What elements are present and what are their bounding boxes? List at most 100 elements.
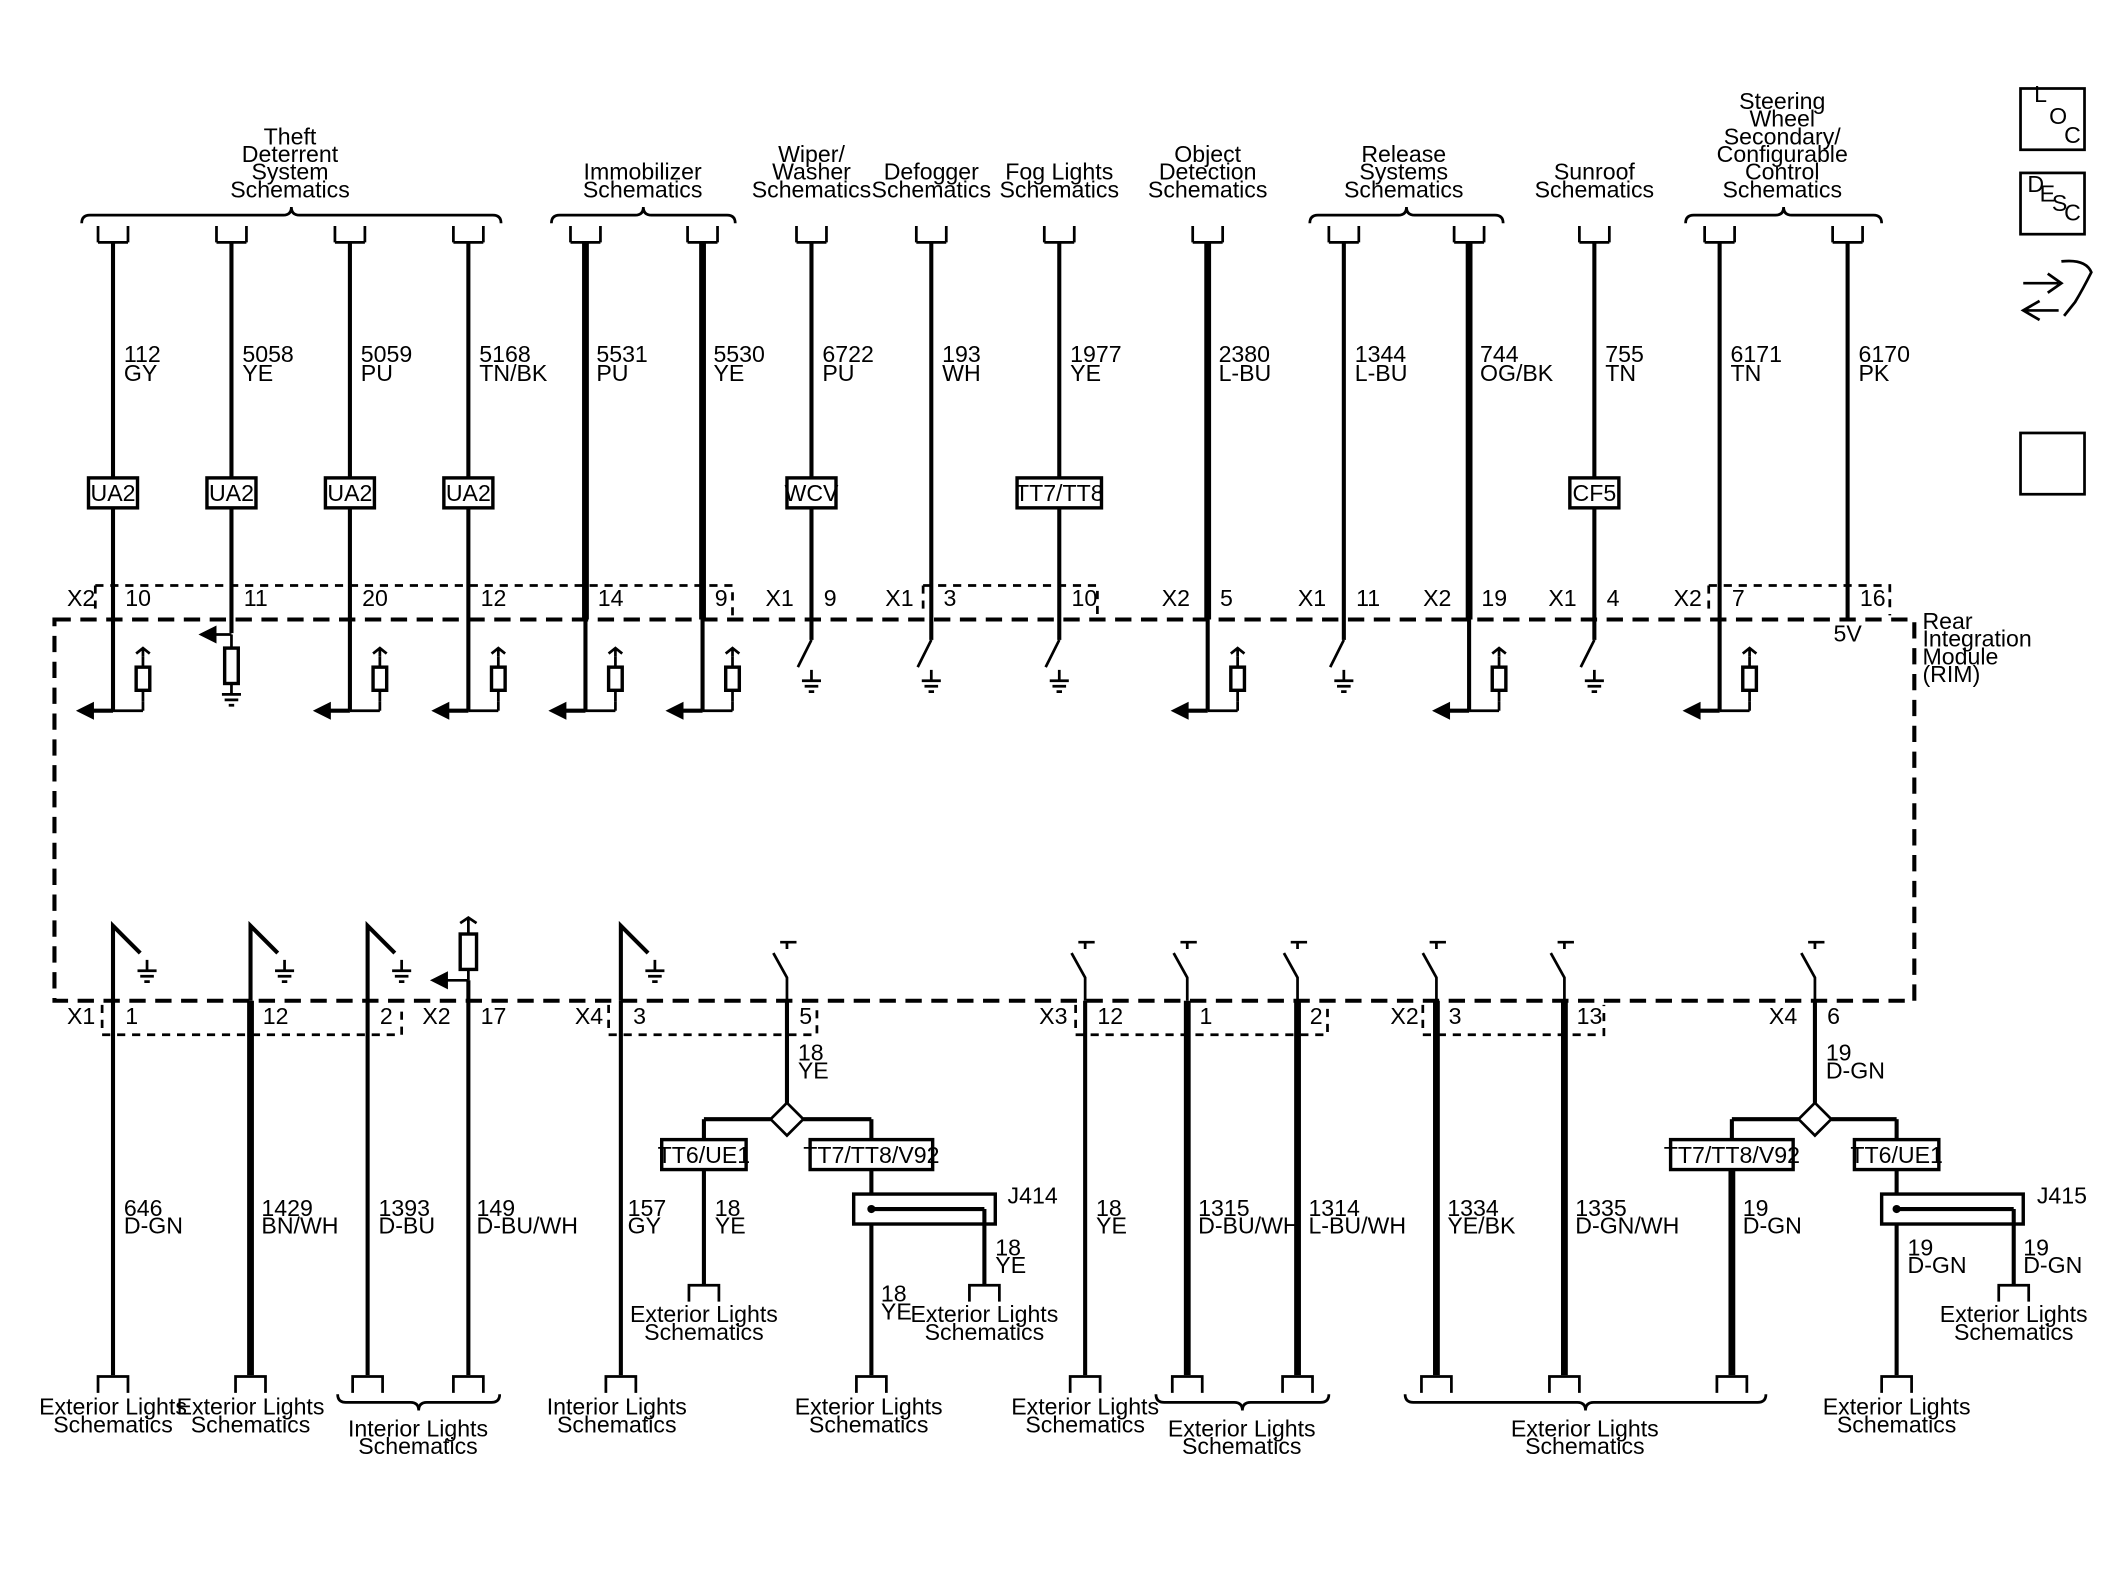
loc-letter: L	[2034, 81, 2047, 107]
top-group-label: Schematics	[583, 176, 703, 202]
top-group-label: Fog Lights	[1005, 159, 1113, 185]
top-group-brace	[80, 206, 503, 224]
circuit-number: 1429	[261, 1195, 312, 1221]
wire-color: OG/BK	[1480, 360, 1554, 386]
pin-number: 16	[1860, 585, 1886, 611]
top-connector-symbol	[215, 226, 248, 244]
bottom-group-label: Schematics	[1525, 1433, 1645, 1459]
desc-button-frame	[2019, 171, 2086, 236]
top-group-label: Schematics	[872, 176, 992, 202]
ground-symbol	[221, 683, 241, 707]
top-connector-symbol	[452, 226, 485, 244]
wire-color: WH	[942, 360, 981, 386]
loc-letter: O	[2049, 103, 2067, 129]
top-group-label: Schematics	[1000, 176, 1120, 202]
circuit-number: 5168	[479, 341, 530, 367]
wire-color: PU	[361, 360, 393, 386]
top-group-label: Schematics	[1344, 176, 1464, 202]
connector-X1-top	[921, 584, 1099, 616]
wire-color: PK	[1859, 360, 1890, 386]
supply-arrow	[1229, 646, 1246, 657]
top-group-label: Schematics	[1148, 176, 1268, 202]
input-arrow	[551, 703, 566, 718]
top-connector-symbol	[1042, 226, 1076, 244]
circuit-number: 19	[1826, 1040, 1852, 1066]
bottom-group-label: Schematics	[1837, 1411, 1957, 1437]
wire-color: D-GN/WH	[1575, 1213, 1679, 1239]
module-label: Integration	[1922, 626, 2031, 652]
loc-button-frame	[2019, 87, 2086, 152]
option-label: UA2	[446, 480, 491, 506]
bottom-group-label: Schematics	[644, 1319, 764, 1345]
circuit-number: 755	[1605, 341, 1644, 367]
top-group-label: Defogger	[884, 159, 979, 185]
splice-label: J414	[1008, 1183, 1058, 1209]
bottom-connector-symbol	[1068, 1375, 1102, 1393]
bottom-group-label: Interior Lights	[547, 1394, 687, 1420]
high-side-switch	[1421, 940, 1446, 1001]
supply-arrow	[1741, 646, 1758, 657]
loc-button[interactable]: LOC	[2019, 81, 2086, 152]
resistor-symbol	[723, 665, 742, 693]
wire-color: GY	[124, 360, 157, 386]
top-group-label: Systems	[1359, 159, 1448, 185]
connector-X4-bottom	[607, 1004, 819, 1037]
bottom-group-label: Schematics	[53, 1411, 173, 1437]
ground-symbol	[275, 959, 295, 984]
circuit-number: 1977	[1070, 341, 1121, 367]
option-label: TT6/UE1	[1850, 1142, 1943, 1168]
top-option-box	[323, 476, 377, 510]
bottom-group-label: Schematics	[925, 1319, 1045, 1345]
resistor-symbol	[1490, 665, 1508, 693]
bottom-group-label: Exterior Lights	[1940, 1301, 2088, 1327]
wire-color: GY	[628, 1213, 661, 1239]
resistor-symbol	[606, 665, 624, 693]
switch-contact	[916, 639, 933, 668]
pin-number: 13	[1577, 1003, 1603, 1029]
switch-contact	[618, 920, 650, 1001]
wires-layer	[52, 206, 2093, 1411]
switch-contact	[1044, 639, 1061, 668]
top-option-box	[86, 476, 140, 510]
back-button[interactable]	[2019, 431, 2086, 496]
top-group-label: Configurable	[1717, 141, 1848, 167]
bottom-group-label: Schematics	[1182, 1433, 1302, 1459]
option-label: UA2	[91, 480, 136, 506]
option-label: TT6/UE1	[658, 1142, 751, 1168]
bottom-connector-symbol	[1548, 1375, 1581, 1393]
circuit-number: 1344	[1355, 341, 1407, 367]
supply-arrow	[135, 646, 151, 657]
connector-X2-bottom	[1421, 1004, 1606, 1037]
top-group-brace	[550, 206, 737, 224]
circuit-number: 6722	[822, 341, 873, 367]
top-group-label: Steering	[1739, 88, 1825, 114]
pin-number: 9	[824, 585, 837, 611]
connector-label: X1	[885, 585, 913, 611]
circuit-number: 1314	[1308, 1195, 1360, 1221]
pin-number: 3	[1449, 1003, 1462, 1029]
high-side-switch	[1549, 940, 1574, 1001]
bottom-connector-symbol	[1715, 1375, 1749, 1393]
top-group-label: Detection	[1159, 159, 1257, 185]
circuit-number: 18	[995, 1234, 1021, 1260]
top-option-box	[1015, 476, 1104, 510]
module-label: Module	[1922, 643, 1998, 669]
wire-color: D-BU	[379, 1213, 436, 1239]
top-connector-symbol	[914, 226, 948, 244]
bottom-group-label: Schematics	[191, 1411, 311, 1437]
wire-color: BN/WH	[261, 1213, 338, 1239]
desc-letter: E	[2040, 181, 2055, 207]
input-arrow	[78, 703, 93, 718]
circuit-number: 157	[628, 1195, 667, 1221]
bottom-group-label: Exterior Lights	[1511, 1415, 1659, 1441]
wire-color: YE	[715, 1213, 746, 1239]
bottom-group-brace	[336, 1394, 502, 1411]
high-side-switch	[772, 940, 797, 1001]
wire-color: YE	[881, 1298, 912, 1324]
wire-color: PU	[596, 360, 628, 386]
ground-symbol	[392, 959, 412, 984]
top-connector-symbol	[1703, 226, 1736, 244]
connector-view-icon	[2061, 259, 2093, 317]
connector-label: X3	[1039, 1003, 1067, 1029]
